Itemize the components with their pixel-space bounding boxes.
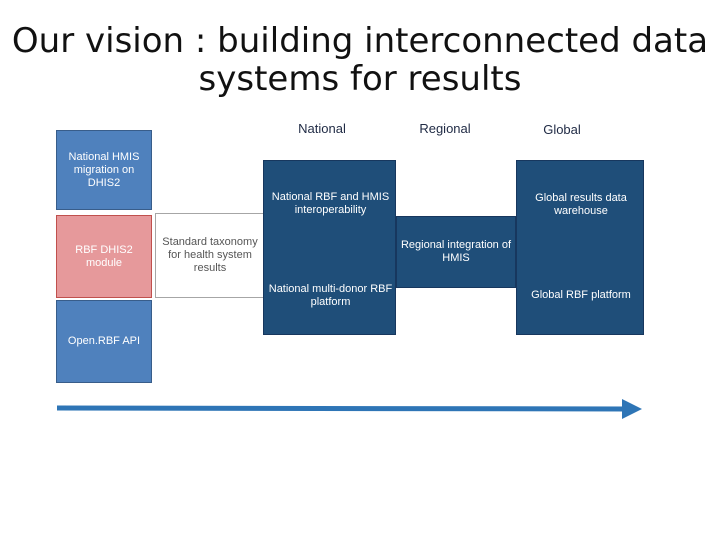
- box-label: Standard taxonomy for health system resu…: [162, 236, 258, 274]
- slide-title: Our vision : building interconnected dat…: [0, 22, 720, 98]
- box-multi-donor-platform: National multi-donor RBF platform: [268, 283, 393, 308]
- box-global-rbf-platform: Global RBF platform: [531, 289, 631, 301]
- box-rbf-dhis2-module: RBF DHIS2 module: [56, 215, 152, 298]
- box-national-hmis-migration: National HMIS migration on DHIS2: [56, 130, 152, 210]
- box-national-column: National RBF and HMIS interoperability N…: [263, 160, 396, 335]
- box-openrbf-api: Open.RBF API: [56, 300, 152, 383]
- title-line-1: Our vision : building interconnected dat…: [11, 21, 709, 61]
- box-global-column: Global results data warehouse Global RBF…: [516, 160, 644, 335]
- title-line-2: systems for results: [198, 59, 522, 99]
- box-regional-hmis-integration: Regional integration of HMIS: [396, 216, 516, 288]
- column-header-national: National: [298, 121, 346, 136]
- box-global-results-warehouse: Global results data warehouse: [535, 192, 627, 217]
- timeline-arrow-head: [622, 399, 642, 419]
- column-header-regional: Regional: [419, 121, 471, 136]
- box-label: RBF DHIS2 module: [75, 243, 133, 269]
- timeline-arrow-shaft: [56, 405, 629, 412]
- column-header-global: Global: [543, 122, 581, 137]
- box-label: Regional integration of HMIS: [400, 239, 512, 264]
- box-label: National HMIS migration on DHIS2: [68, 150, 140, 189]
- box-rbf-hmis-interoperability: National RBF and HMIS interoperability: [271, 191, 390, 216]
- box-standard-taxonomy: Standard taxonomy for health system resu…: [155, 213, 265, 298]
- box-label: Open.RBF API: [67, 335, 141, 347]
